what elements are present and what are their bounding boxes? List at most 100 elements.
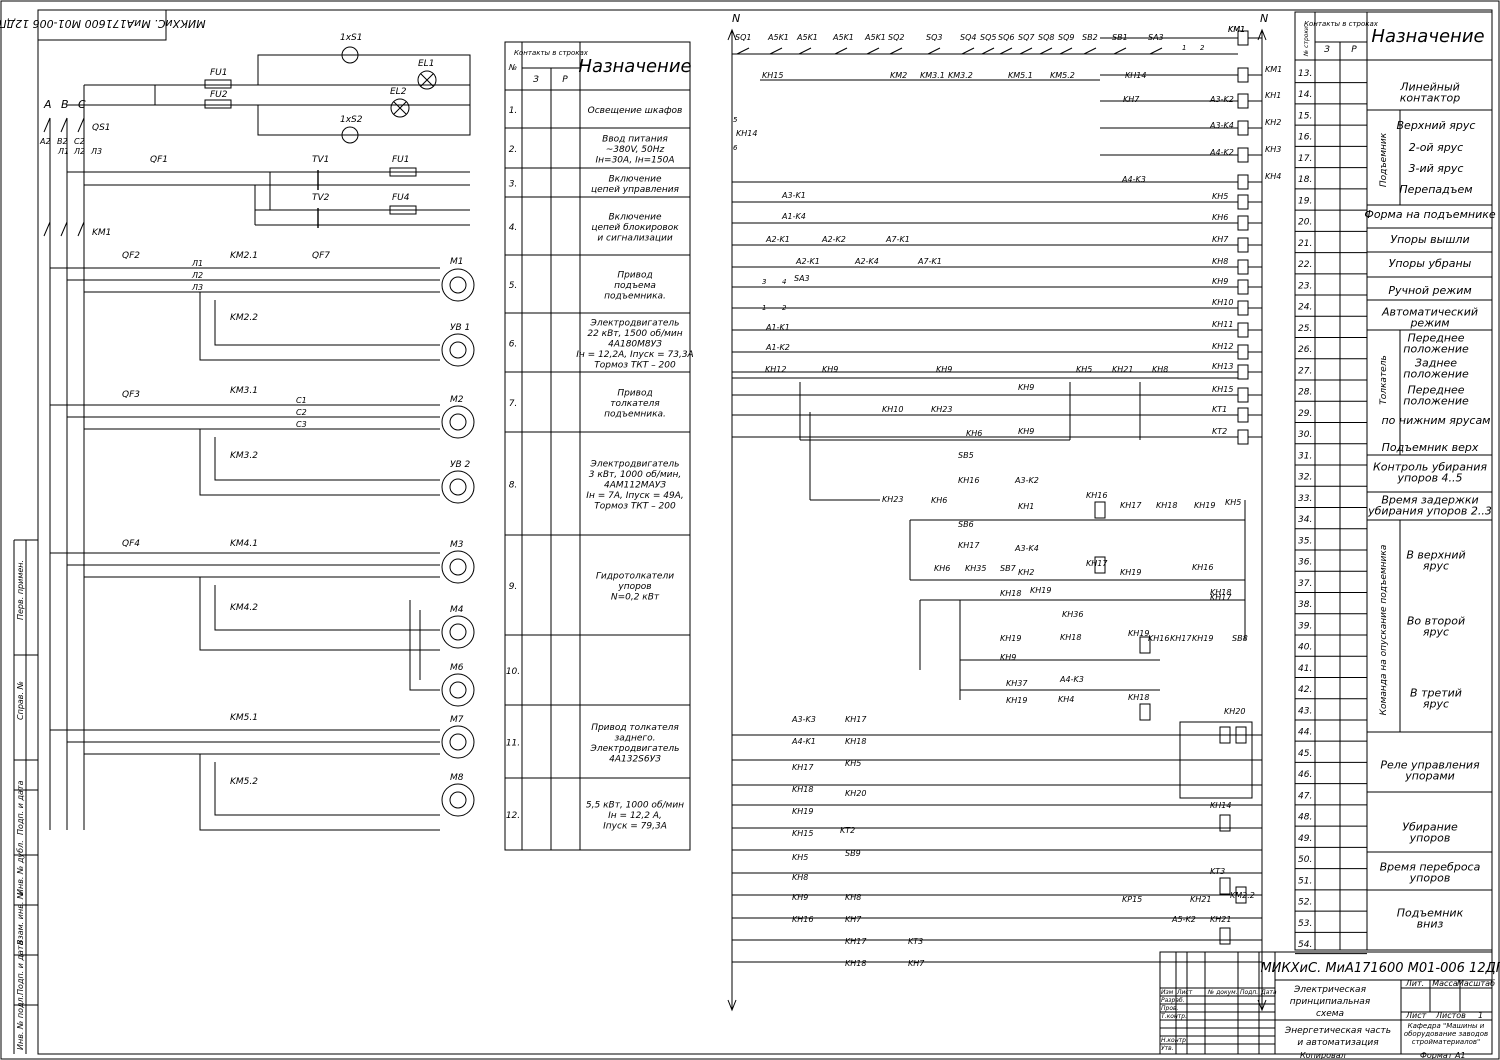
motor-label: M7	[450, 715, 464, 725]
coil-label: KH8	[1212, 257, 1228, 266]
rung-label: KH4	[1058, 695, 1074, 704]
motor-label: M8	[450, 773, 464, 783]
right-header-no: № строки	[1303, 26, 1310, 57]
sig-row: Разраб.	[1161, 997, 1185, 1004]
table-row-no: 6.	[509, 340, 518, 350]
rung-label: KH17	[845, 937, 867, 946]
rung-label: KH5	[845, 759, 861, 768]
phase-mark: B2	[57, 137, 68, 146]
relay-coil	[1237, 429, 1249, 445]
right-purpose-text: контактор	[1400, 92, 1460, 105]
table-header-contacts: Контакты в строках	[514, 49, 589, 57]
right-purpose-text: Заднее	[1415, 357, 1457, 370]
motors	[441, 268, 475, 817]
purpose-table-right: № строки Контакты в строках З Р Назначен…	[1294, 11, 1496, 955]
contact-label: SB2	[1082, 33, 1098, 42]
rung-label: KH19	[1192, 634, 1213, 643]
rung-label: KH16	[958, 476, 979, 485]
coil-label: KH6	[1212, 213, 1228, 222]
contact-label: A5K1	[832, 33, 854, 42]
rung-label: KH21	[1112, 365, 1133, 374]
table-row-text: подъема	[614, 281, 656, 291]
table-row-text: цепей блокировок	[591, 223, 679, 233]
right-row-no: 51.	[1298, 876, 1312, 886]
motor-label: M1	[450, 257, 464, 267]
strip-label: Справ. №	[16, 681, 25, 720]
right-purpose-text: положение	[1403, 395, 1469, 408]
contact-label: SQ5	[980, 33, 996, 42]
group-podem-label: Подъемник	[1379, 132, 1389, 187]
right-row-no: 18.	[1298, 175, 1312, 185]
coil-label: KH9	[1212, 277, 1228, 286]
right-purpose-text: В верхний	[1406, 549, 1465, 562]
pin-mark: 6	[733, 144, 738, 152]
table-header-r: Р	[562, 75, 568, 85]
wire-mark: C2	[296, 408, 307, 417]
contact-symbol	[866, 47, 880, 55]
right-purpose-text: Переднее	[1407, 332, 1464, 345]
rung-label: KH17	[1170, 634, 1192, 643]
km-label: KM5.2	[230, 777, 258, 787]
rung-label: A3-K4	[1014, 544, 1039, 553]
motor-label: M4	[450, 605, 464, 615]
department-line: оборудование заводов	[1404, 1030, 1488, 1038]
contact-label: SQ3	[926, 33, 942, 42]
motor-label: M2	[450, 395, 464, 405]
right-purpose-text: упоров	[1409, 872, 1451, 885]
wire-mark: Л3	[191, 283, 203, 292]
rung-label: KH5	[1225, 498, 1241, 507]
relay-coil	[1235, 726, 1247, 744]
right-row-no: 35.	[1298, 536, 1312, 546]
rung-label: KH6	[966, 429, 982, 438]
rung-label: KH17	[1086, 559, 1108, 568]
rung-label: KH18	[1128, 693, 1149, 702]
right-purpose-text: Время переброса	[1380, 861, 1481, 874]
relay-coil	[1237, 194, 1249, 210]
wire-mark: Л1	[191, 259, 203, 268]
contact-symbol	[798, 47, 812, 55]
right-purpose-text: Убирание	[1402, 821, 1458, 834]
rung-label: KH12	[765, 365, 786, 374]
table-row-text: Электродвигатель	[590, 319, 680, 329]
right-row-no: 46.	[1298, 770, 1312, 780]
contact-label: KH15	[762, 71, 783, 80]
rung-label: KH17	[1210, 593, 1232, 602]
relay-coil	[1139, 703, 1151, 721]
strip-label: Взам. инв. №	[16, 891, 25, 945]
rung-label: A2-K1	[795, 257, 820, 266]
table-row-no: 10.	[506, 667, 520, 677]
table-row-text: Привод	[617, 389, 652, 399]
phase-label: B	[61, 98, 69, 111]
contact-symbol	[736, 47, 750, 55]
table-row-no: 5.	[509, 281, 518, 291]
rung-label: KH18	[792, 785, 813, 794]
wire-mark: Л2	[191, 271, 203, 280]
neutral-left-label: N	[732, 12, 740, 25]
contact-label: A5K1	[796, 33, 818, 42]
table-row-text: Освещение шкафов	[588, 106, 683, 116]
drawing-code: МИКХиС. МиА171600 М01-006 12ДП	[1260, 961, 1500, 976]
contact-symbol	[1039, 47, 1053, 55]
coil-label: KH13	[1212, 362, 1233, 371]
rung-label: A4-K2	[1209, 148, 1234, 157]
right-row-no: 17.	[1298, 154, 1312, 164]
qf1-label: QF1	[150, 155, 168, 165]
rung-label: A3-K3	[791, 715, 816, 724]
qs-label: QS1	[92, 123, 111, 133]
right-row-no: 20.	[1298, 218, 1312, 228]
drawing-title-line: принципиальная	[1290, 997, 1371, 1007]
xs-label: 1xS2	[340, 115, 363, 125]
coil-label: KH5	[1212, 192, 1228, 201]
rung-label: KH6	[931, 496, 947, 505]
pin-mark: 5	[733, 116, 738, 124]
table-row-no: 4.	[509, 223, 518, 233]
rung-label: SA3	[794, 274, 810, 283]
xs-label: 1xS1	[340, 33, 363, 43]
right-row-no: 40.	[1298, 643, 1312, 653]
rung-label: KH19	[1194, 501, 1215, 510]
rung-label: KH35	[965, 564, 986, 573]
rung-label: KP15	[1122, 895, 1142, 904]
rung-label: KH16	[792, 915, 813, 924]
right-row-no: 50.	[1298, 855, 1312, 865]
rung-label: A2-K4	[854, 257, 879, 266]
